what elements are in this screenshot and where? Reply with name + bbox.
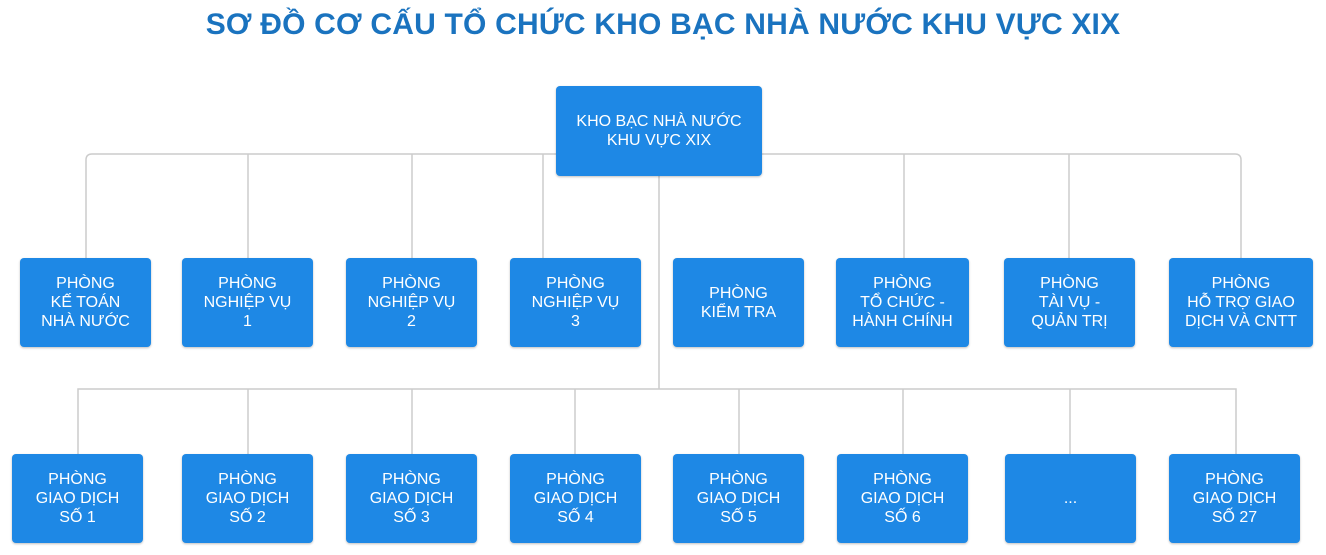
node-line: GIAO DỊCH <box>205 490 290 507</box>
node-line: 2 <box>407 313 416 330</box>
branch-node-ellipsis: ... <box>1005 454 1136 543</box>
node-line: PHÒNG <box>873 471 932 488</box>
node-line: PHÒNG <box>218 275 277 292</box>
node-line: PHÒNG <box>1040 275 1099 292</box>
node-line: PHÒNG <box>48 471 107 488</box>
node-line: PHÒNG <box>709 471 768 488</box>
node-line: TÀI VỤ - <box>1038 294 1101 311</box>
node-line: PHÒNG <box>382 275 441 292</box>
branch-node-3: PHÒNG GIAO DỊCH SỐ 3 <box>346 454 477 543</box>
node-line: HỖ TRỢ GIAO <box>1187 294 1295 311</box>
root-node: KHO BẠC NHÀ NƯỚC KHU VỰC XIX <box>556 86 762 176</box>
department-node-ho-tro-giao-dich-cntt: PHÒNG HỖ TRỢ GIAO DỊCH VÀ CNTT <box>1169 258 1313 347</box>
node-line: GIAO DỊCH <box>369 490 454 507</box>
node-line: PHÒNG <box>709 284 768 302</box>
node-line: 1 <box>243 313 252 330</box>
branch-node-4: PHÒNG GIAO DỊCH SỐ 4 <box>510 454 641 543</box>
node-line: 3 <box>571 313 580 330</box>
root-line-1: KHO BẠC NHÀ NƯỚC <box>576 113 742 130</box>
node-line: SỐ 3 <box>393 509 430 526</box>
department-node-nghiep-vu-1: PHÒNG NGHIỆP VỤ 1 <box>182 258 313 347</box>
department-node-nghiep-vu-2: PHÒNG NGHIỆP VỤ 2 <box>346 258 477 347</box>
node-line: SỐ 6 <box>884 509 921 526</box>
node-line: TỔ CHỨC - <box>860 294 945 311</box>
branch-rail <box>77 388 1237 454</box>
chart-title: SƠ ĐỒ CƠ CẤU TỔ CHỨC KHO BẠC NHÀ NƯỚC KH… <box>205 8 1121 41</box>
node-line: DỊCH VÀ CNTT <box>1185 313 1297 330</box>
node-line: SỐ 27 <box>1211 509 1258 526</box>
department-node-nghiep-vu-3: PHÒNG NGHIỆP VỤ 3 <box>510 258 641 347</box>
node-line: PHÒNG <box>56 275 115 292</box>
branch-node-1: PHÒNG GIAO DỊCH SỐ 1 <box>12 454 143 543</box>
node-line: NGHIỆP VỤ <box>531 294 620 311</box>
branch-node-27: PHÒNG GIAO DỊCH SỐ 27 <box>1169 454 1300 543</box>
node-line: SỐ 5 <box>720 509 757 526</box>
department-node-kiem-tra: PHÒNG KIỂM TRA <box>673 258 804 347</box>
node-line: QUẢN TRỊ <box>1031 313 1108 330</box>
root-line-2: KHU VỰC XIX <box>606 132 712 149</box>
department-node-to-chuc-hanh-chinh: PHÒNG TỔ CHỨC - HÀNH CHÍNH <box>836 258 969 347</box>
node-line: PHÒNG <box>218 471 277 488</box>
node-line: SỐ 4 <box>557 509 594 526</box>
branch-node-5: PHÒNG GIAO DỊCH SỐ 5 <box>673 454 804 543</box>
node-line: HÀNH CHÍNH <box>852 313 953 330</box>
node-line: SỐ 2 <box>229 509 266 526</box>
node-line: GIAO DỊCH <box>1192 490 1277 507</box>
node-line: NHÀ NƯỚC <box>41 313 130 330</box>
node-line: NGHIỆP VỤ <box>203 294 292 311</box>
node-line: GIAO DỊCH <box>860 490 945 507</box>
node-line: GIAO DỊCH <box>35 490 120 507</box>
department-node-ke-toan: PHÒNG KẾ TOÁN NHÀ NƯỚC <box>20 258 151 347</box>
node-line: PHÒNG <box>1211 275 1271 292</box>
node-line: NGHIỆP VỤ <box>367 294 456 311</box>
node-line: PHÒNG <box>546 471 605 488</box>
node-line: PHÒNG <box>546 275 605 292</box>
node-line: PHÒNG <box>1205 471 1264 488</box>
node-line: KIỂM TRA <box>700 303 777 321</box>
node-line: GIAO DỊCH <box>696 490 781 507</box>
branch-node-6: PHÒNG GIAO DỊCH SỐ 6 <box>837 454 968 543</box>
node-line: PHÒNG <box>382 471 441 488</box>
department-node-tai-vu-quan-tri: PHÒNG TÀI VỤ - QUẢN TRỊ <box>1004 258 1135 347</box>
branch-node-2: PHÒNG GIAO DỊCH SỐ 2 <box>182 454 313 543</box>
node-line: SỐ 1 <box>59 509 96 526</box>
node-line: KẾ TOÁN <box>50 294 121 311</box>
node-line: GIAO DỊCH <box>533 490 618 507</box>
node-line: PHÒNG <box>873 275 932 292</box>
node-line: ... <box>1063 490 1078 507</box>
